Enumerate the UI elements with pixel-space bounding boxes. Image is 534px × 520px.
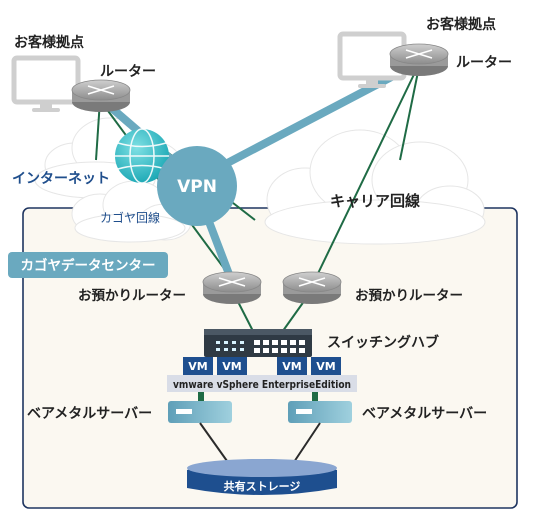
vm-box — [277, 357, 307, 375]
switching-hub-icon — [204, 329, 312, 357]
monitor-left-icon — [11, 55, 81, 112]
hosted-router-right-icon — [282, 271, 342, 304]
router-left-icon — [71, 79, 131, 112]
hosted-router-left-icon — [202, 271, 262, 304]
vpn-node — [157, 146, 237, 226]
vm-box — [311, 357, 341, 375]
router-right-icon — [389, 43, 449, 76]
router-left-label: ルーター — [100, 64, 156, 80]
vsphere-label: vmware vSphere EnterpriseEdition — [173, 379, 351, 391]
router-right-label: ルーター — [456, 55, 512, 71]
vm-label: VM — [222, 360, 241, 373]
bare-metal-left-label: ベアメタルサーバー — [27, 406, 152, 422]
datacenter-label: カゴヤデータセンター — [21, 257, 156, 274]
vm-box — [183, 357, 213, 375]
vm-label: VM — [188, 360, 207, 373]
vm-label: VM — [316, 360, 335, 373]
bare-metal-server-right-icon — [288, 401, 352, 423]
vm-label: VM — [282, 360, 301, 373]
datacenter-label-box — [8, 252, 168, 278]
vpn-label: VPN — [177, 177, 217, 197]
vm-boxes — [183, 357, 341, 375]
internet-label: インターネット — [12, 171, 110, 187]
hosted-router-right-label: お預かりルーター — [355, 288, 463, 304]
vsphere-band — [167, 375, 357, 392]
vm-box — [217, 357, 247, 375]
customer-site-right-label: お客様拠点 — [426, 16, 496, 33]
hosted-router-left-label: お預かりルーター — [78, 288, 186, 304]
bare-metal-right-label: ベアメタルサーバー — [362, 406, 487, 422]
bare-metal-server-left-icon — [168, 401, 232, 423]
carrier-cloud — [264, 129, 486, 245]
globe-icon — [115, 128, 169, 184]
kagoya-line-label: カゴヤ回線 — [100, 210, 160, 225]
shared-storage-icon — [187, 459, 337, 495]
carrier-label: キャリア回線 — [330, 192, 420, 210]
storage-label: 共有ストレージ — [224, 479, 301, 493]
customer-site-left-label: お客様拠点 — [14, 34, 84, 51]
switching-hub-label: スイッチングハブ — [327, 334, 439, 351]
hub-server-links — [198, 391, 318, 405]
